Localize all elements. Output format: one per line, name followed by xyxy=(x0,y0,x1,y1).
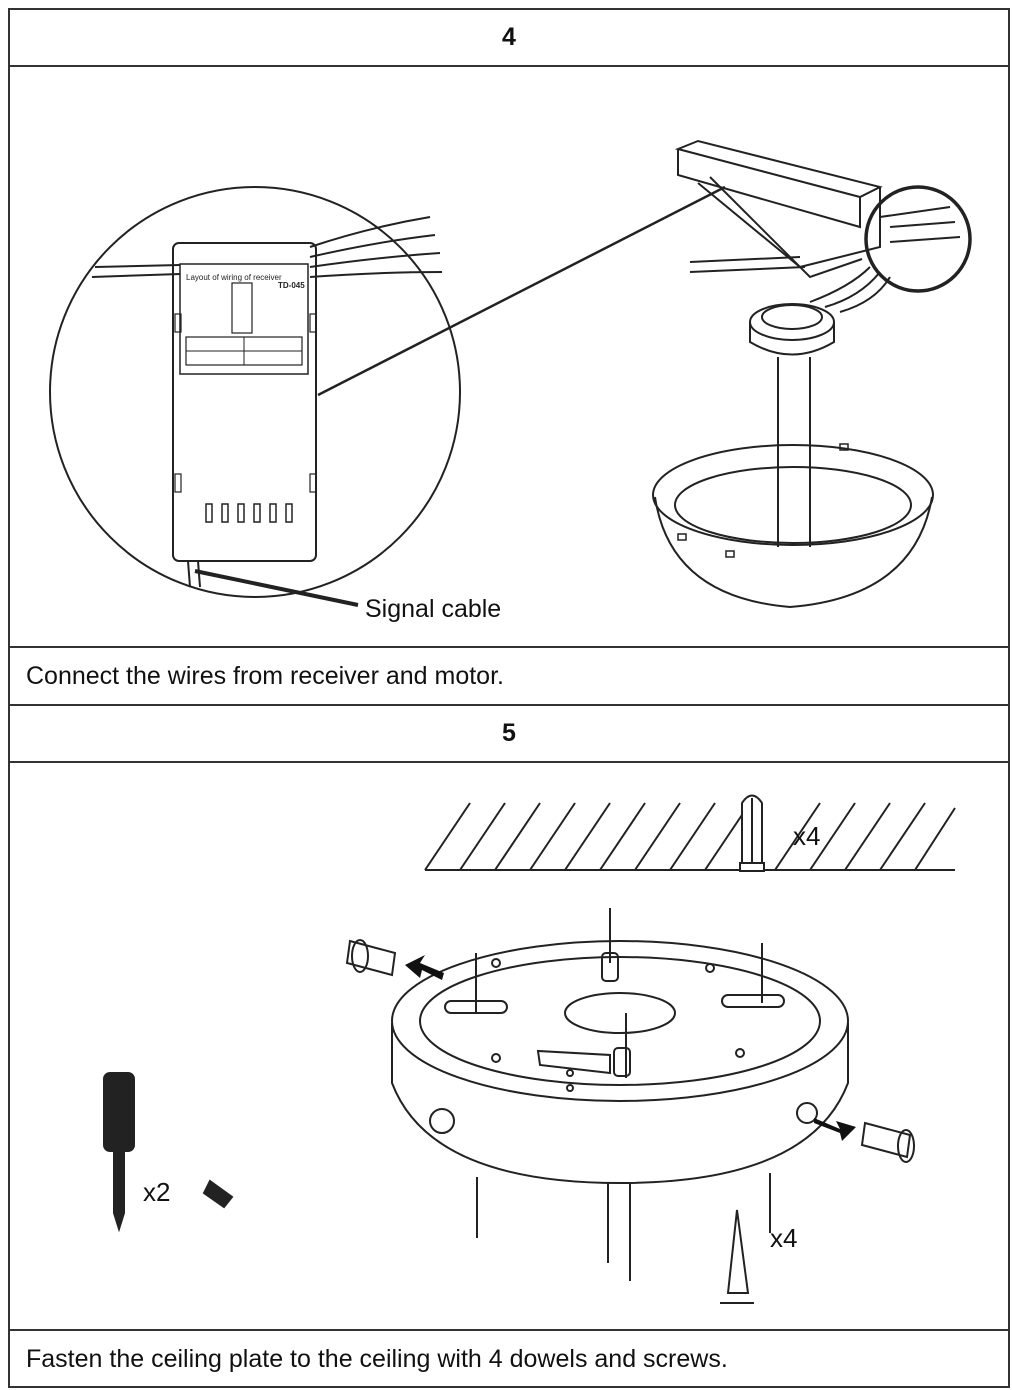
step-5-drawing: x4 x4 x2 xyxy=(103,794,956,1304)
receiver-title: Layout of wiring of receiver xyxy=(186,273,282,282)
instruction-sheet: 4 xyxy=(8,8,1010,1388)
ceiling-plate xyxy=(391,940,849,1102)
connector-zoom xyxy=(864,185,972,293)
tool-quantity: x2 xyxy=(143,1177,170,1207)
screwdriver-icon xyxy=(103,1072,135,1152)
receiver-box xyxy=(172,242,317,562)
step-4-caption: Connect the wires from receiver and moto… xyxy=(10,648,1008,706)
receiver-model: TD-045 xyxy=(278,281,305,290)
step-4-drawing: Layout of wiring of receiver TD-045 Sign… xyxy=(49,139,972,623)
signal-cable-label: Signal cable xyxy=(365,595,501,623)
dowel-quantity: x4 xyxy=(793,821,820,851)
step-5-caption-text: Fasten the ceiling plate to the ceiling … xyxy=(26,1345,728,1373)
step-5-number: 5 xyxy=(502,719,516,747)
screw-quantity: x4 xyxy=(770,1223,797,1253)
step-5-header: 5 xyxy=(10,706,1008,763)
step-4-header: 4 xyxy=(10,10,1008,67)
arrow-left-icon xyxy=(405,955,444,980)
arrow-right-icon xyxy=(814,1118,856,1141)
step-4-illustration: Layout of wiring of receiver TD-045 Sign… xyxy=(10,67,1008,648)
receiver-label xyxy=(179,263,309,375)
signal-cable-leader xyxy=(194,569,359,607)
step-5-illustration: x4 x4 x2 xyxy=(10,763,1008,1331)
zoom-circle xyxy=(49,186,461,598)
step-4-caption-text: Connect the wires from receiver and moto… xyxy=(26,661,504,690)
step-4-number: 4 xyxy=(502,23,516,51)
step-5-caption: Fasten the ceiling plate to the ceiling … xyxy=(10,1331,1008,1388)
